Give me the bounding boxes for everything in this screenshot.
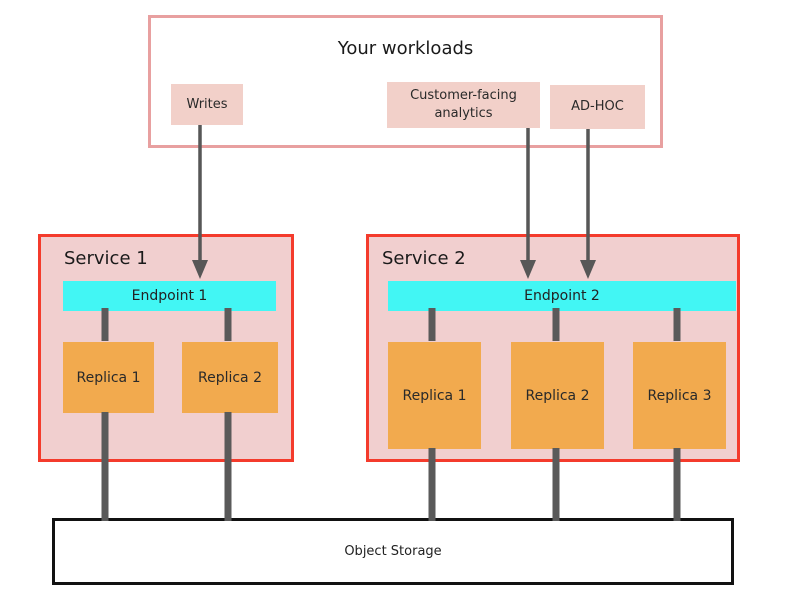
workload-chip-customer-facing-analytics: Customer-facing analytics xyxy=(387,82,540,128)
service-2-endpoint: Endpoint 2 xyxy=(388,281,736,311)
object-storage-box: Object Storage xyxy=(52,518,734,585)
workload-chip-ad-hoc: AD-HOC xyxy=(550,85,645,129)
workloads-title: Your workloads xyxy=(337,38,474,59)
workloads-box: Your workloads Writes Customer-facing an… xyxy=(148,15,663,148)
service-2-replica-2: Replica 2 xyxy=(511,342,604,449)
service-1-endpoint: Endpoint 1 xyxy=(63,281,276,311)
service-1-box: Service 1 Endpoint 1 Replica 1 Replica 2 xyxy=(38,234,294,462)
service-1-replica-2: Replica 2 xyxy=(182,342,278,413)
object-storage-label: Object Storage xyxy=(344,544,442,559)
service-1-title: Service 1 xyxy=(64,248,148,269)
service-2-replica-3: Replica 3 xyxy=(633,342,726,449)
workload-chip-writes: Writes xyxy=(171,84,243,125)
service-2-title: Service 2 xyxy=(382,248,466,269)
service-1-replica-1: Replica 1 xyxy=(63,342,154,413)
service-2-box: Service 2 Endpoint 2 Replica 1 Replica 2… xyxy=(366,234,740,462)
service-2-replica-1: Replica 1 xyxy=(388,342,481,449)
